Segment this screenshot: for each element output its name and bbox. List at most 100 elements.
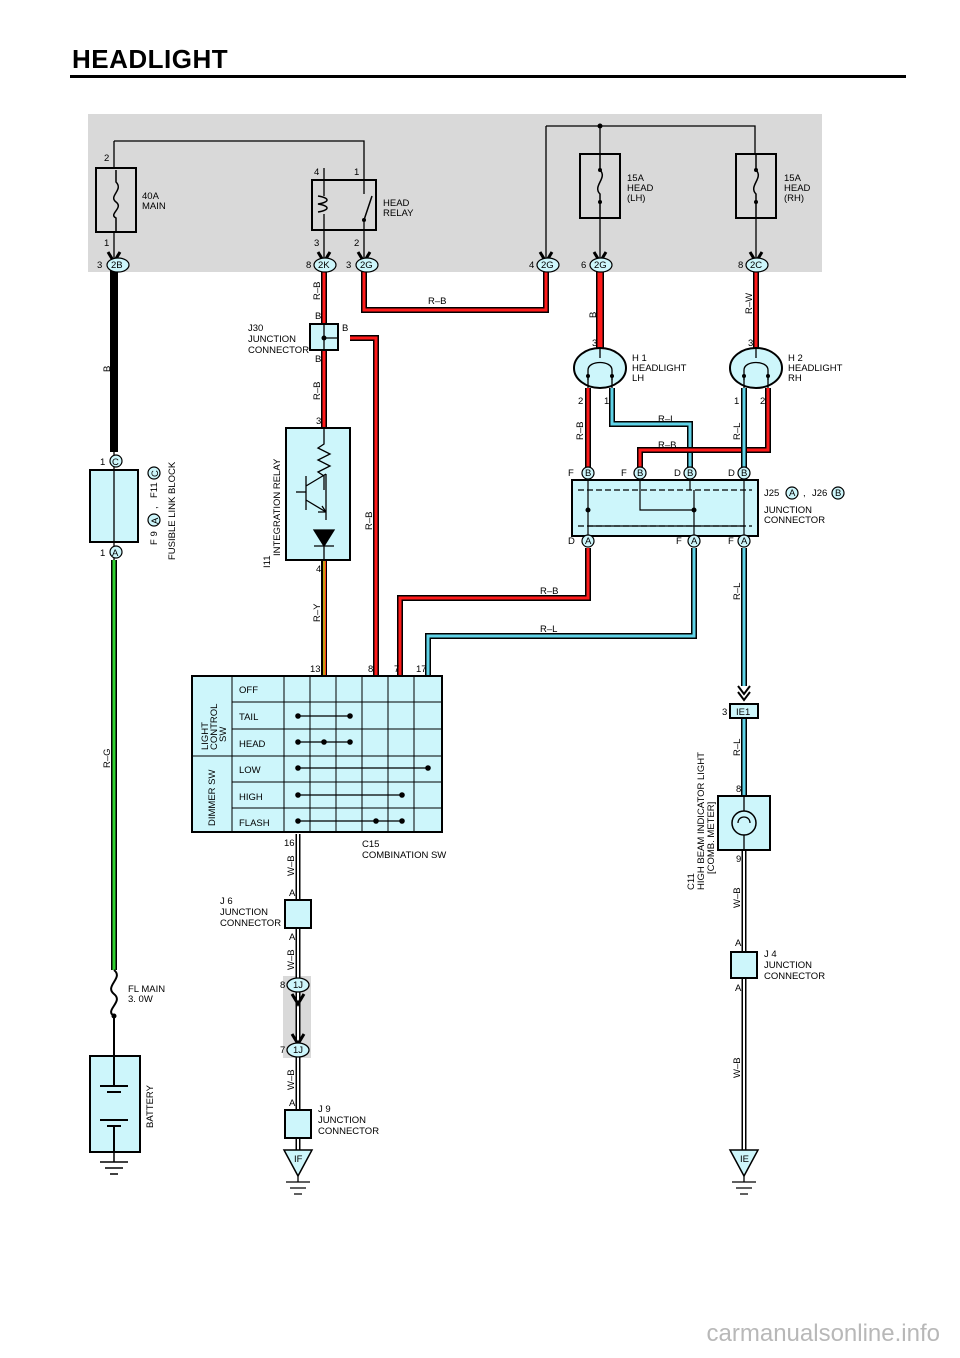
j26-id: J26 bbox=[812, 488, 827, 499]
ground-ie-icon bbox=[728, 1149, 760, 1178]
connector-id: 2G bbox=[541, 260, 554, 271]
pin-label: C bbox=[150, 470, 161, 477]
pin-label: B bbox=[741, 468, 747, 479]
wire-rb-j25 bbox=[398, 548, 590, 676]
j6-junction bbox=[284, 899, 312, 929]
j30-label: JUNCTION bbox=[248, 334, 296, 345]
connector-pin: 3 bbox=[97, 260, 102, 271]
wire-rl-j25 bbox=[426, 548, 696, 676]
wire-label: R–B bbox=[575, 422, 586, 440]
pin-label: 1 bbox=[604, 396, 609, 407]
connector-pin: 8 bbox=[306, 260, 311, 271]
pin-label: C bbox=[112, 457, 119, 468]
wire-label: R–B bbox=[428, 296, 446, 307]
pin-label: 2 bbox=[760, 396, 765, 407]
wire-label: R–W bbox=[744, 293, 755, 314]
h1-label: LH bbox=[632, 373, 644, 384]
pin-label: B bbox=[835, 488, 841, 499]
h2-label: RH bbox=[788, 373, 802, 384]
j4-label: CONNECTOR bbox=[764, 971, 825, 982]
pin-label: 4 bbox=[316, 564, 321, 575]
connector-id: 2K bbox=[318, 260, 330, 271]
j4-label: JUNCTION bbox=[764, 960, 812, 971]
pin-label: A bbox=[150, 517, 161, 524]
wire-label: R–L bbox=[540, 624, 557, 635]
c11-id: C11 bbox=[686, 873, 697, 890]
wire-label: R–L bbox=[732, 739, 743, 756]
j30-id: J30 bbox=[248, 323, 263, 334]
pin-label: 8 bbox=[736, 784, 741, 795]
pin-label: 8 bbox=[280, 980, 285, 991]
j6-label: CONNECTOR bbox=[220, 918, 281, 929]
pin-label: B bbox=[342, 323, 348, 334]
connector-pin: 8 bbox=[738, 260, 743, 271]
h1-id: H 1 bbox=[632, 353, 647, 364]
fusible-block-label: FUSIBLE LINK BLOCK bbox=[167, 461, 178, 560]
ground-if-label: IF bbox=[294, 1154, 303, 1165]
c15-id: C15 bbox=[362, 839, 379, 850]
pin-label: 9 bbox=[736, 854, 741, 865]
pin-label: B bbox=[687, 468, 693, 479]
j25-label: JUNCTION bbox=[764, 505, 812, 516]
pin-label: A bbox=[289, 1098, 296, 1109]
pin-label: 3 bbox=[722, 707, 727, 718]
wire-label: R–B bbox=[364, 512, 375, 530]
switch-group-label: LIGHT bbox=[200, 722, 211, 750]
wire-label: W–B bbox=[732, 887, 743, 908]
ground-ie-label: IE bbox=[740, 1154, 749, 1165]
fuse-name: HEAD bbox=[627, 183, 654, 194]
pin-label: A bbox=[789, 488, 796, 499]
pin-label: D bbox=[568, 536, 575, 547]
transistor-icon bbox=[305, 473, 327, 513]
fusible-id: F11 bbox=[149, 482, 160, 498]
pin-label: 13 bbox=[310, 664, 321, 675]
pin-label: 2 bbox=[578, 396, 583, 407]
pin-label: F bbox=[728, 536, 734, 547]
wire-rb-top bbox=[362, 270, 548, 312]
pin-label: A bbox=[585, 536, 592, 547]
relay-block-area bbox=[88, 114, 822, 272]
connector-pin: 3 bbox=[346, 260, 351, 271]
wire-label: B bbox=[102, 366, 113, 372]
watermark: carmanualsonline.info bbox=[706, 1320, 940, 1347]
diode-icon bbox=[312, 474, 336, 560]
c11-sub: [COMB. METER] bbox=[706, 802, 717, 874]
ground-icon bbox=[100, 1152, 128, 1175]
connector-id: 2G bbox=[594, 260, 607, 271]
i11-label: INTEGRATION RELAY bbox=[272, 458, 283, 556]
fl-main-fuse-icon bbox=[110, 969, 118, 1056]
separator: , bbox=[803, 488, 806, 499]
wire-label: W–B bbox=[286, 855, 297, 876]
fuse-icon bbox=[753, 154, 759, 218]
bulb-icon bbox=[731, 810, 757, 836]
relay-name: RELAY bbox=[383, 208, 414, 219]
j25-j26-junction bbox=[571, 479, 759, 537]
connector-1j-top bbox=[286, 977, 310, 993]
connector-pin: 6 bbox=[581, 260, 586, 271]
pin-label: B bbox=[637, 468, 643, 479]
pin-label: F bbox=[621, 468, 627, 479]
switch-row-label: HIGH bbox=[239, 792, 263, 803]
main-bus bbox=[114, 140, 365, 180]
pin-label: A bbox=[112, 548, 119, 559]
j25-id: J25 bbox=[764, 488, 779, 499]
j30-label: CONNECTOR bbox=[248, 345, 309, 356]
ground-if-icon bbox=[282, 1149, 314, 1178]
pin-label: D bbox=[674, 468, 681, 479]
wire-label: W–B bbox=[732, 1057, 743, 1078]
wire-label: W–B bbox=[286, 1069, 297, 1090]
fuse-rating: 15A bbox=[627, 173, 645, 184]
fuse-rating: 40A bbox=[142, 191, 160, 202]
relay-switch-icon bbox=[363, 195, 373, 221]
pin-label: 3 bbox=[748, 338, 753, 349]
relay-name: HEAD bbox=[383, 198, 410, 209]
wire-label: R–G bbox=[102, 748, 113, 768]
fl-main-rating: 3. 0W bbox=[128, 994, 153, 1005]
pin-label: 4 bbox=[314, 167, 319, 178]
pin-label: A bbox=[691, 536, 698, 547]
pin-label: 3 bbox=[314, 238, 319, 249]
pin-label: 8 bbox=[368, 664, 373, 675]
battery-label: BATTERY bbox=[145, 1084, 156, 1128]
pin-label: 7 bbox=[394, 664, 399, 675]
j9-label: CONNECTOR bbox=[318, 1126, 379, 1137]
